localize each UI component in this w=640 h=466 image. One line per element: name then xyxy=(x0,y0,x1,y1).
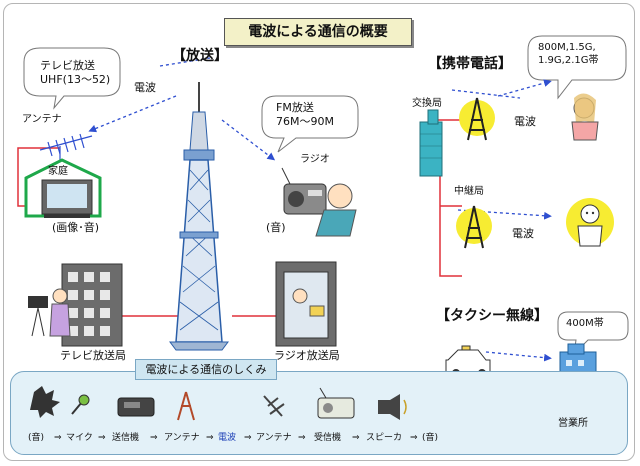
receive-antenna-icon xyxy=(263,395,285,417)
arrow-8: ⇒ xyxy=(410,433,418,443)
outer-frame xyxy=(3,3,635,461)
fm-band-balloon xyxy=(261,95,359,153)
mobile-band-line2: 1.9G,2.1G帯 xyxy=(538,55,599,66)
arrow-6: ⇒ xyxy=(298,433,306,443)
fm-band-line2: 76M～90M xyxy=(276,115,334,128)
mobile-user-man xyxy=(566,198,614,247)
fm-band-line1: FM放送 xyxy=(276,101,314,114)
home-label: 家庭 xyxy=(48,166,68,177)
broadcast-tower xyxy=(169,82,229,351)
tv-antenna xyxy=(39,133,93,162)
tv-band-line1: テレビ放送 xyxy=(40,59,95,72)
tv-station-label: テレビ放送局 xyxy=(60,349,126,362)
home-house xyxy=(24,158,102,218)
mobile-band-line1: 800M,1.5G, xyxy=(538,42,596,53)
arrow-2: ⇒ xyxy=(98,433,106,443)
radio-station-building xyxy=(275,261,337,347)
tv-wave-label: 電波 xyxy=(134,81,156,94)
mobile-wave1-label: 電波 xyxy=(514,115,536,128)
step-receive-antenna: アンテナ xyxy=(256,433,292,443)
receiver-icon xyxy=(317,387,355,419)
taxi-heading: 【タクシー無線】 xyxy=(436,308,548,324)
base-station-relay xyxy=(456,205,492,249)
arrow-1: ⇒ xyxy=(54,433,62,443)
step-receiver: 受信機 xyxy=(314,433,342,443)
transmitter-icon xyxy=(117,397,155,417)
sound-source-icon xyxy=(30,386,60,418)
arrow-5: ⇒ xyxy=(244,433,252,443)
mechanism-title: 電波による通信のしくみ xyxy=(135,359,277,380)
broadcast-heading: 【放送】 xyxy=(172,48,228,64)
step-transmitter: 送信機 xyxy=(112,433,140,443)
step-sound-in: (音) xyxy=(28,433,45,443)
mobile-band-balloon xyxy=(527,35,627,100)
arrow-7: ⇒ xyxy=(352,433,360,443)
mobile-user-woman xyxy=(571,93,599,141)
speaker-icon xyxy=(378,394,407,420)
step-transmit-antenna: アンテナ xyxy=(164,433,200,443)
transmit-antenna-icon xyxy=(177,391,195,421)
exchange-label: 交換局 xyxy=(412,98,442,109)
taxi-band-label: 400M帯 xyxy=(566,318,604,329)
arrow-3: ⇒ xyxy=(150,433,158,443)
radio-station-label: ラジオ放送局 xyxy=(274,349,340,362)
mobile-wave2-label: 電波 xyxy=(512,227,534,240)
microphone-icon xyxy=(71,394,90,415)
tv-antenna-label: アンテナ xyxy=(22,114,62,125)
step-speaker: スピーカ xyxy=(366,433,403,443)
tv-band-line2: UHF(13～52) xyxy=(40,73,111,86)
step-radio-wave: 電波 xyxy=(218,433,237,443)
step-microphone: マイク xyxy=(66,433,93,443)
exchange-building xyxy=(419,109,443,177)
radio-label: ラジオ xyxy=(300,154,330,165)
diagram-title: 電波による通信の概要 xyxy=(224,18,412,46)
tv-band-balloon xyxy=(23,47,121,110)
relay-label: 中継局 xyxy=(454,186,484,197)
office-label: 営業所 xyxy=(558,418,588,429)
step-sound-out: (音) xyxy=(422,433,439,443)
mobile-heading: 【携帯電話】 xyxy=(428,56,512,72)
radio-listener xyxy=(281,167,357,237)
arrow-4: ⇒ xyxy=(206,433,214,443)
home-output-label: (画像･音) xyxy=(52,221,100,234)
radio-output-label: (音) xyxy=(266,221,286,234)
tv-station-building xyxy=(28,263,123,347)
base-station-exchange xyxy=(459,97,495,141)
